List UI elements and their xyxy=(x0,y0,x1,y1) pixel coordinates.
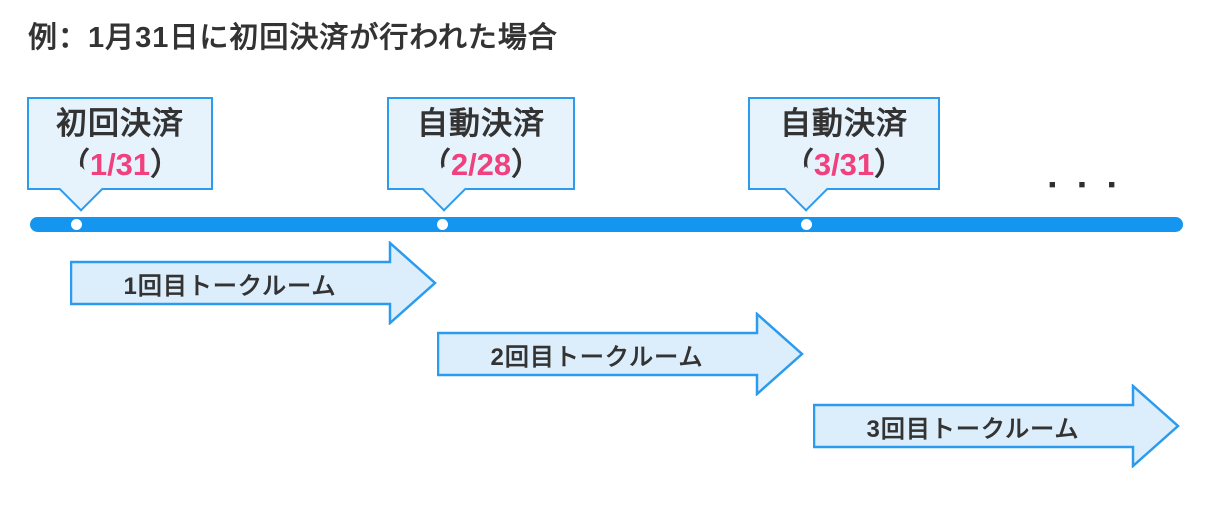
timeline-bar xyxy=(30,217,1183,232)
callout-title: 自動決済 xyxy=(780,105,908,141)
talkroom-arrow-1: 1回目トークルーム xyxy=(70,241,438,325)
callout-date-line: （1/31） xyxy=(59,144,181,185)
callout-auto-payment-3: 自動決済 （3/31） xyxy=(748,97,940,212)
ellipsis-dot: ■ xyxy=(1108,179,1115,191)
ellipsis-dot: ■ xyxy=(1078,179,1086,191)
close-paren: ） xyxy=(150,146,182,182)
timeline-point-3-31 xyxy=(801,219,812,230)
talkroom-arrow-3: 3回目トークルーム xyxy=(813,384,1181,468)
right-arrow-shape xyxy=(70,241,437,325)
page-title: 例：1月31日に初回決済が行われた場合 xyxy=(28,22,558,54)
callout-date: 3/31 xyxy=(813,146,875,182)
callout-auto-payment-2: 自動決済 （2/28） xyxy=(387,97,575,212)
callout-title: 初回決済 xyxy=(56,105,184,141)
timeline-point-1-31 xyxy=(71,219,82,230)
talkroom-arrow-label: 1回目トークルーム xyxy=(123,272,337,300)
ellipsis-dot: ■ xyxy=(1049,179,1056,191)
callout-date: 1/31 xyxy=(89,146,151,182)
callout-date-line: （3/31） xyxy=(783,144,905,185)
callout-first-payment: 初回決済 （1/31） xyxy=(27,97,213,212)
talkroom-arrow-label: 2回目トークルーム xyxy=(490,343,704,371)
callout-title: 自動決済 xyxy=(417,105,545,141)
talkroom-arrow-label: 3回目トークルーム xyxy=(866,415,1080,443)
callout-date: 2/28 xyxy=(450,146,512,182)
timeline-point-2-28 xyxy=(437,219,448,230)
close-paren: ） xyxy=(511,146,543,182)
right-arrow-shape xyxy=(437,312,804,396)
talkroom-arrow-2: 2回目トークルーム xyxy=(437,312,805,396)
callout-date-line: （2/28） xyxy=(420,144,542,185)
close-paren: ） xyxy=(874,146,906,182)
right-arrow-shape xyxy=(813,384,1180,468)
ellipsis: ■ ■ ■ xyxy=(1049,180,1115,191)
